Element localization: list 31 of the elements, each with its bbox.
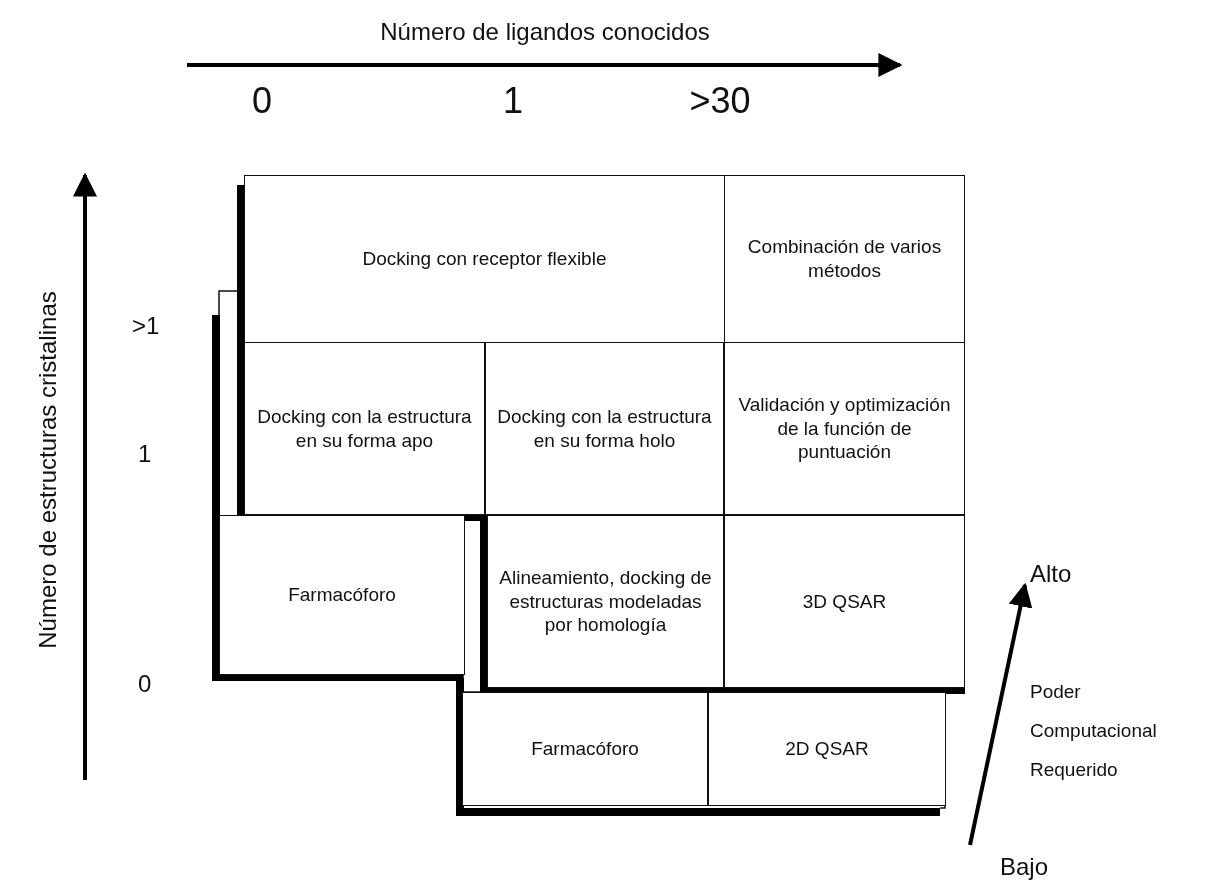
axis-title: Número de estructuras cristalinas — [34, 291, 62, 649]
cell-text: 2D QSAR — [785, 737, 869, 761]
method-cell — [724, 342, 965, 515]
cell-text: Docking con la estructura en su forma holo — [496, 404, 713, 453]
cell-text: Combinación de varios métodos — [746, 235, 943, 283]
cell-text: Farmacóforo — [531, 737, 639, 761]
method-cell — [724, 515, 965, 688]
cell-text: Alineamiento, docking de estructuras modeladas por homología — [498, 565, 713, 638]
method-cell — [487, 515, 724, 688]
cell-text: Farmacóforo — [288, 583, 396, 607]
axis-title: Poder Computacional Requerido — [1030, 680, 1158, 782]
tick-label: 1 — [138, 440, 152, 468]
method-cell — [708, 692, 946, 806]
cell-text: Docking con receptor flexible — [362, 247, 607, 271]
axis-title: Número de ligandos conocidos — [380, 18, 710, 46]
cell-text: Docking con la estructura en su forma apo — [256, 404, 473, 453]
method-cell — [462, 692, 708, 806]
tick-label: 0 — [252, 80, 272, 122]
method-cell — [244, 175, 725, 343]
tick-label: 0 — [138, 670, 152, 698]
method-cell — [219, 515, 465, 675]
method-cell — [724, 175, 965, 343]
tick-label: 1 — [503, 80, 523, 122]
cell-text: 3D QSAR — [802, 589, 887, 614]
cell-text: Validación y optimización de la función de puntuación — [737, 392, 952, 465]
method-cell — [244, 342, 485, 515]
tick-label: >1 — [132, 312, 160, 340]
tick-label: >30 — [689, 80, 751, 122]
axis-end-label: Alto — [1030, 560, 1072, 588]
axis-end-label: Bajo — [1000, 853, 1049, 881]
method-cell — [485, 342, 724, 515]
